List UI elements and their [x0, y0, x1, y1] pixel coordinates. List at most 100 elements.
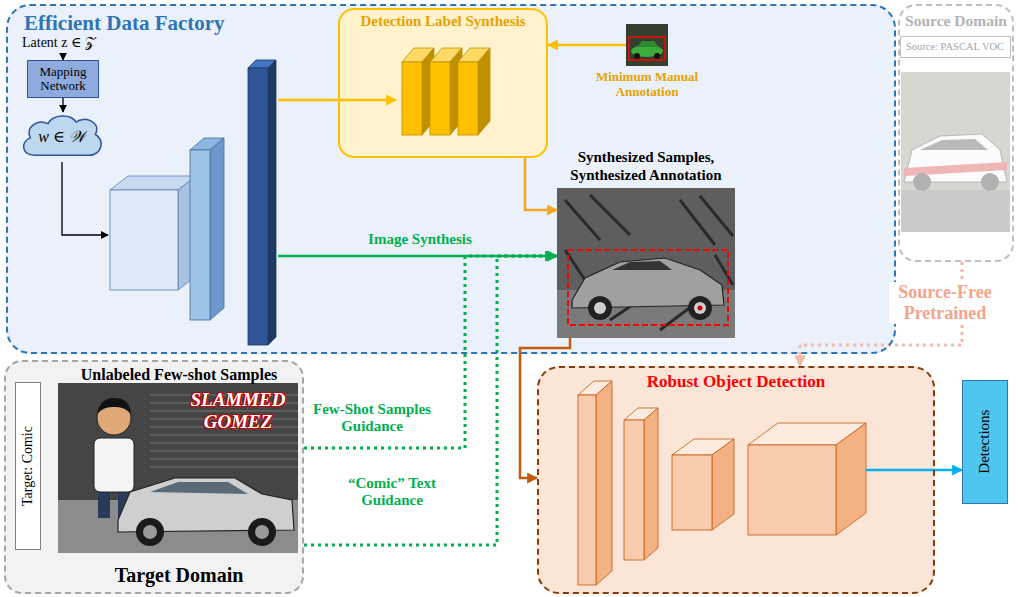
detector-block [836, 423, 866, 535]
mapping-network-box: Mapping Network [27, 60, 99, 98]
synthesis-arrow [278, 99, 396, 102]
source-photo [901, 190, 1010, 232]
input-label: Latent z ∈ 𝒵 [22, 35, 132, 51]
synthesized-photo [698, 306, 703, 311]
detector-block [672, 455, 712, 530]
annotation-photo [626, 24, 668, 66]
source-photo [913, 173, 931, 191]
panel-title: Detection Label Synthesis [361, 13, 526, 30]
latent-cloud: w ∈ 𝒲 [18, 112, 106, 162]
region-fill [338, 8, 548, 158]
synthesized-photo [565, 195, 733, 330]
comic-photo [136, 518, 164, 546]
source-photo [981, 173, 999, 191]
comic-photo [248, 518, 276, 546]
synthesized-photo [568, 250, 728, 325]
comic-photo [150, 482, 248, 494]
flow-label: Image Synthesis [350, 231, 490, 248]
synthesized-photo [688, 296, 712, 320]
sample-heading: Synthesized Samples, Synthesized Annotat… [546, 148, 746, 184]
annotation-photo [637, 41, 659, 47]
generator-block [210, 138, 224, 320]
generator-block [190, 150, 210, 320]
tag-label: Source: PASCAL VOC [906, 41, 1004, 53]
detector-block [578, 395, 596, 585]
cloud-outline [24, 116, 102, 155]
connector-arrow [525, 158, 557, 210]
generator-block [110, 60, 276, 345]
connector-label: Source-Free Pretrained [889, 282, 1001, 323]
generator-block [268, 60, 276, 345]
flow-arrow [62, 53, 63, 60]
cloud-label: w ∈ 𝒲 [38, 128, 86, 146]
annotation-photo [629, 37, 665, 60]
synthesized-sample: Synthesized Samples, Synthesized Annotat… [557, 188, 735, 338]
target-style-tag: Target: Comic [15, 382, 41, 550]
region-fill [898, 4, 1014, 262]
synthesized-photo [588, 296, 612, 320]
image-title: SLAMMED GOMEZ [188, 389, 288, 433]
comic-photo [58, 383, 298, 553]
synthesized-photo [612, 261, 672, 270]
region-title: Source Domain [905, 12, 1007, 30]
comic-photo [97, 398, 131, 414]
connector-label: Few-Shot Samples Guidance [307, 401, 437, 436]
detector-block [596, 381, 612, 585]
source-photo [901, 72, 1010, 232]
region-title: Target Domain [115, 564, 244, 587]
region-fill [4, 360, 304, 594]
connector-label: “Comic” Text Guidance [332, 475, 452, 510]
connector-label: Few-Shot Samples Guidance [307, 401, 437, 436]
detector-block [712, 439, 734, 530]
flow-label: Image Synthesis [350, 231, 490, 248]
detector-block [624, 420, 644, 560]
annotation-photo [634, 53, 640, 59]
tag-label: Target: Comic [20, 426, 36, 506]
comic-photo [255, 525, 269, 539]
synthesized-photo [694, 302, 706, 314]
synthesized-photo [594, 302, 606, 314]
region-fill [537, 366, 935, 594]
detector-block [748, 445, 836, 535]
label-synthesis-layers [430, 62, 450, 135]
input-label: Latent z ∈ 𝒵 [22, 35, 132, 51]
thumbnail-caption: Minimum Manual Annotation [582, 70, 712, 100]
comic-photo [143, 525, 157, 539]
detection-region: Robust Object Detection [537, 366, 935, 594]
connector-label: Source-Free Pretrained [889, 282, 1001, 323]
label-synthesis-layers [402, 62, 422, 135]
image-title: SLAMMED GOMEZ [188, 389, 288, 433]
label-synthesis-panel: Detection Label Synthesis [338, 8, 548, 158]
region-fill [4, 4, 1014, 594]
comic-photo [94, 438, 134, 492]
annotation-thumbnail: Minimum Manual Annotation [626, 24, 668, 66]
synthesized-photo [557, 188, 735, 338]
connector-arrow [520, 338, 570, 478]
source-photo [920, 139, 988, 150]
detector-block [866, 469, 935, 472]
box-label: Mapping Network [28, 65, 98, 94]
connector-label: “Comic” Text Guidance [332, 475, 452, 510]
source-domain-region: Source DomainSource: PASCAL VOC [898, 4, 1014, 262]
comic-photo [58, 383, 298, 553]
output-label: Detections [976, 410, 993, 474]
flow-arrow [62, 162, 108, 235]
label-synthesis-layers [402, 48, 490, 135]
detector-block [644, 408, 658, 560]
region-title: Efficient Data Factory [24, 11, 225, 35]
region-title: Robust Object Detection [647, 372, 825, 392]
connector-arrow [935, 469, 962, 472]
connector-arrow [548, 44, 626, 47]
detector-block [578, 381, 935, 585]
label-synthesis-layers [458, 62, 478, 135]
annotation-photo [654, 53, 660, 59]
source-photo [901, 72, 1010, 232]
generator-block [248, 68, 268, 345]
synthesized-photo [557, 188, 735, 338]
annotation-photo [626, 24, 668, 66]
generator-block [110, 190, 178, 290]
region-fill [6, 4, 896, 354]
connector-arrow [62, 98, 63, 112]
